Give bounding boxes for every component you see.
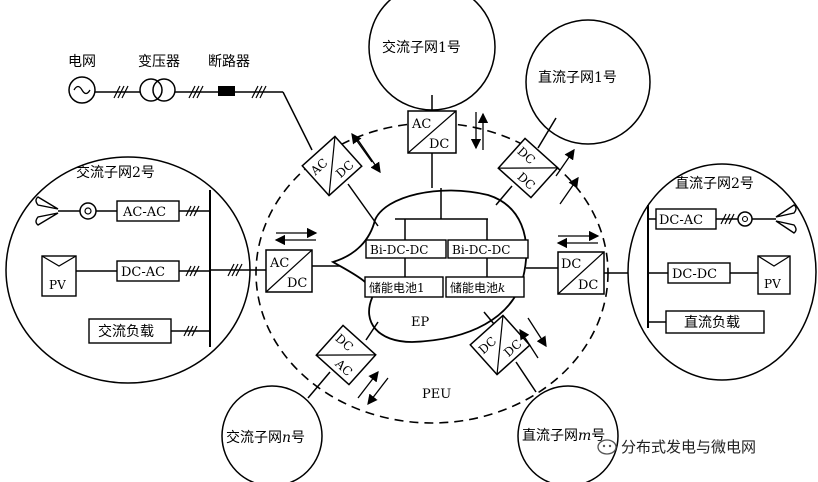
ac-load-label: 交流负载 — [98, 323, 154, 340]
battery-k-label: 储能电池k — [450, 280, 505, 295]
converter-right-b: DC — [578, 278, 598, 293]
dc-load-label: 直流负载 — [684, 314, 740, 331]
converter-top-left: AC DC — [301, 135, 363, 197]
peu-label: PEU — [422, 387, 451, 402]
converter-top-a: AC — [411, 117, 431, 132]
dc-subnet-1 — [525, 19, 651, 145]
dc-subnet-m-title: 直流子网m号 — [522, 427, 605, 444]
bi-dcdc-converter-1 — [365, 239, 447, 259]
bi-dcdc-converter-2 — [447, 239, 529, 259]
converter-right-a: DC — [561, 257, 581, 272]
converter-top-right: DC DC — [497, 137, 559, 199]
ac-load — [88, 318, 172, 344]
generator-icon-right — [737, 211, 753, 227]
wind-turbine-icon-right — [752, 204, 797, 234]
dc-subnet-1-title: 直流子网1号 — [538, 69, 617, 86]
watermark-text: 分布式发电与微电网 — [621, 438, 756, 456]
battery-1-label: 储能电池1 — [369, 280, 425, 295]
pv-panel-right — [757, 255, 791, 295]
converter-bottom-right: DC DC — [469, 314, 531, 376]
wire-hash — [113, 85, 129, 99]
wechat-icon — [597, 439, 617, 455]
ac-subnet-n-title: 交流子网n号 — [226, 429, 305, 446]
breaker-label: 断路器 — [208, 54, 250, 70]
ep-label: EP — [411, 315, 429, 330]
bi-dcdc-label-1: Bi-DC-DC — [370, 243, 428, 257]
ac-subnet-2-title: 交流子网2号 — [76, 164, 155, 181]
ep-region — [330, 189, 528, 343]
battery-k — [445, 276, 525, 298]
ac-subnet-n — [221, 385, 323, 482]
dcac-label-right: DC-AC — [659, 213, 703, 228]
converter-left-b: DC — [287, 276, 307, 291]
converter-left-a: AC — [269, 256, 289, 271]
converter-bottom-left: DC AC — [315, 324, 377, 386]
converter-top-b: DC — [429, 137, 449, 152]
bi-dcdc-label-2: Bi-DC-DC — [452, 243, 510, 257]
pv-panel-left — [41, 255, 77, 297]
acac-label: AC-AC — [122, 205, 166, 220]
battery-1 — [364, 276, 444, 298]
grid-label: 电网 — [68, 54, 96, 70]
ac-subnet-1-title: 交流子网1号 — [382, 39, 461, 56]
dcac-label-left: DC-AC — [121, 265, 165, 280]
transformer-label: 变压器 — [138, 54, 180, 70]
wind-turbine-icon — [35, 196, 80, 226]
breaker-icon — [218, 86, 235, 96]
generator-icon — [79, 202, 97, 220]
converter-top: AC DC — [407, 110, 457, 154]
dc-load — [665, 310, 765, 334]
pv-label-left: PV — [49, 278, 66, 292]
watermark: 分布式发电与微电网 — [597, 438, 756, 456]
dc-subnet-m — [517, 385, 619, 482]
converter-right: DC DC — [557, 251, 605, 295]
dcdc-label-right: DC-DC — [672, 267, 717, 282]
transformer-icon — [139, 78, 176, 102]
pv-label-right: PV — [764, 277, 781, 291]
dc-subnet-2-title: 直流子网2号 — [675, 175, 754, 192]
converter-left: AC DC — [265, 249, 313, 293]
